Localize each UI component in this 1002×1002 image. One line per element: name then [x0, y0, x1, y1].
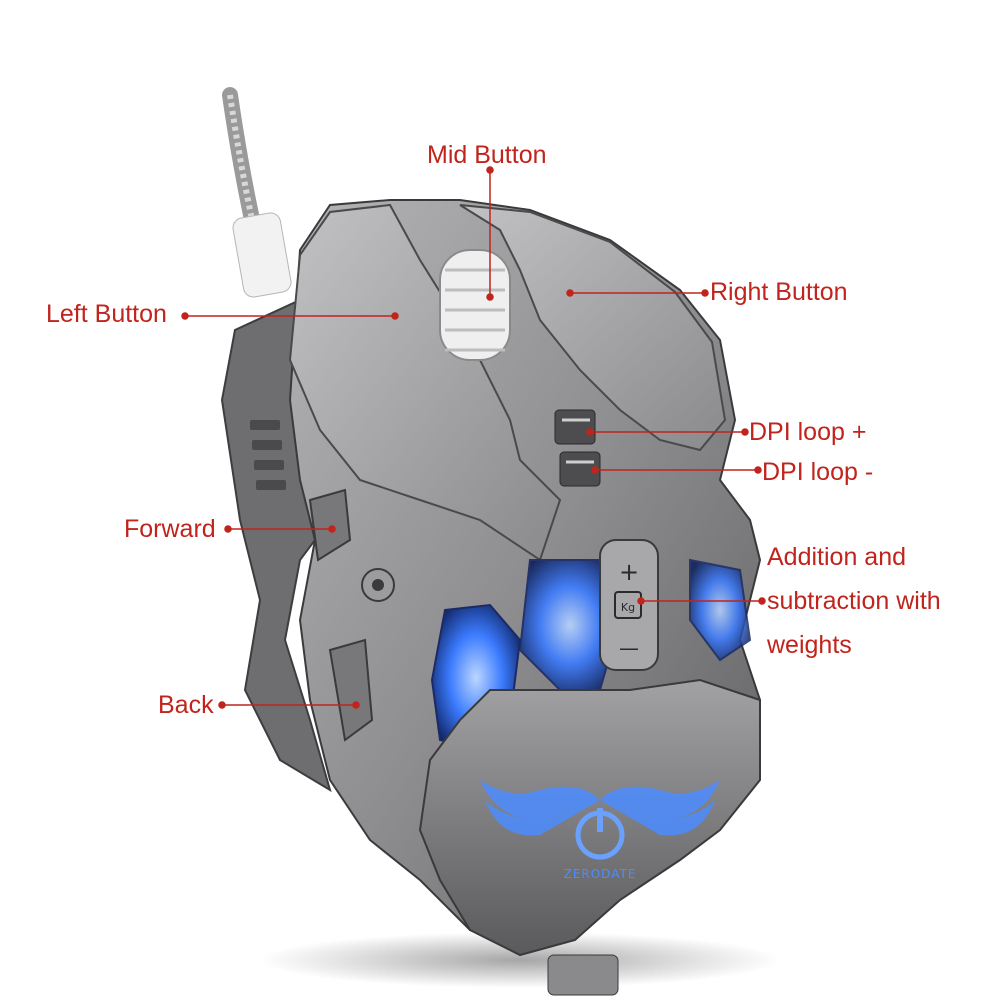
- bottom-connector: [547, 954, 619, 996]
- brand-logo-text: ZERODATE: [564, 867, 637, 881]
- back-side-button[interactable]: [328, 638, 374, 742]
- thumb-screw: [361, 568, 395, 602]
- label-right-button: Right Button: [710, 278, 848, 306]
- label-weights-line-2: subtraction with: [767, 587, 941, 615]
- label-weights-line-3: weights: [767, 631, 852, 659]
- weight-adjuster[interactable]: [599, 539, 659, 671]
- brand-logo-icon: [480, 780, 720, 860]
- weight-plus-symbol: +: [619, 558, 639, 586]
- leader-lines: [181, 166, 766, 709]
- weight-unit-label: Kg: [621, 601, 635, 614]
- label-back: Back: [158, 691, 214, 719]
- scroll-wheel[interactable]: [439, 249, 511, 361]
- label-mid-button: Mid Button: [427, 141, 547, 169]
- weight-minus-symbol: —: [619, 636, 639, 660]
- braided-cable: [222, 87, 292, 298]
- label-weights-line-1: Addition and: [767, 543, 907, 571]
- left-mouse-button[interactable]: [288, 203, 562, 562]
- label-left-button: Left Button: [46, 300, 167, 328]
- led-glow-right: [689, 558, 752, 662]
- label-weights: Addition and subtraction with weights: [767, 535, 997, 667]
- side-grip-ribs: [250, 420, 286, 490]
- label-dpi-minus: DPI loop -: [762, 458, 874, 486]
- right-mouse-button[interactable]: [459, 204, 727, 452]
- label-dpi-plus: DPI loop +: [749, 418, 867, 446]
- shadow: [260, 932, 780, 988]
- forward-side-button[interactable]: [308, 488, 352, 562]
- dpi-buttons[interactable]: [554, 409, 601, 487]
- label-forward: Forward: [124, 515, 216, 543]
